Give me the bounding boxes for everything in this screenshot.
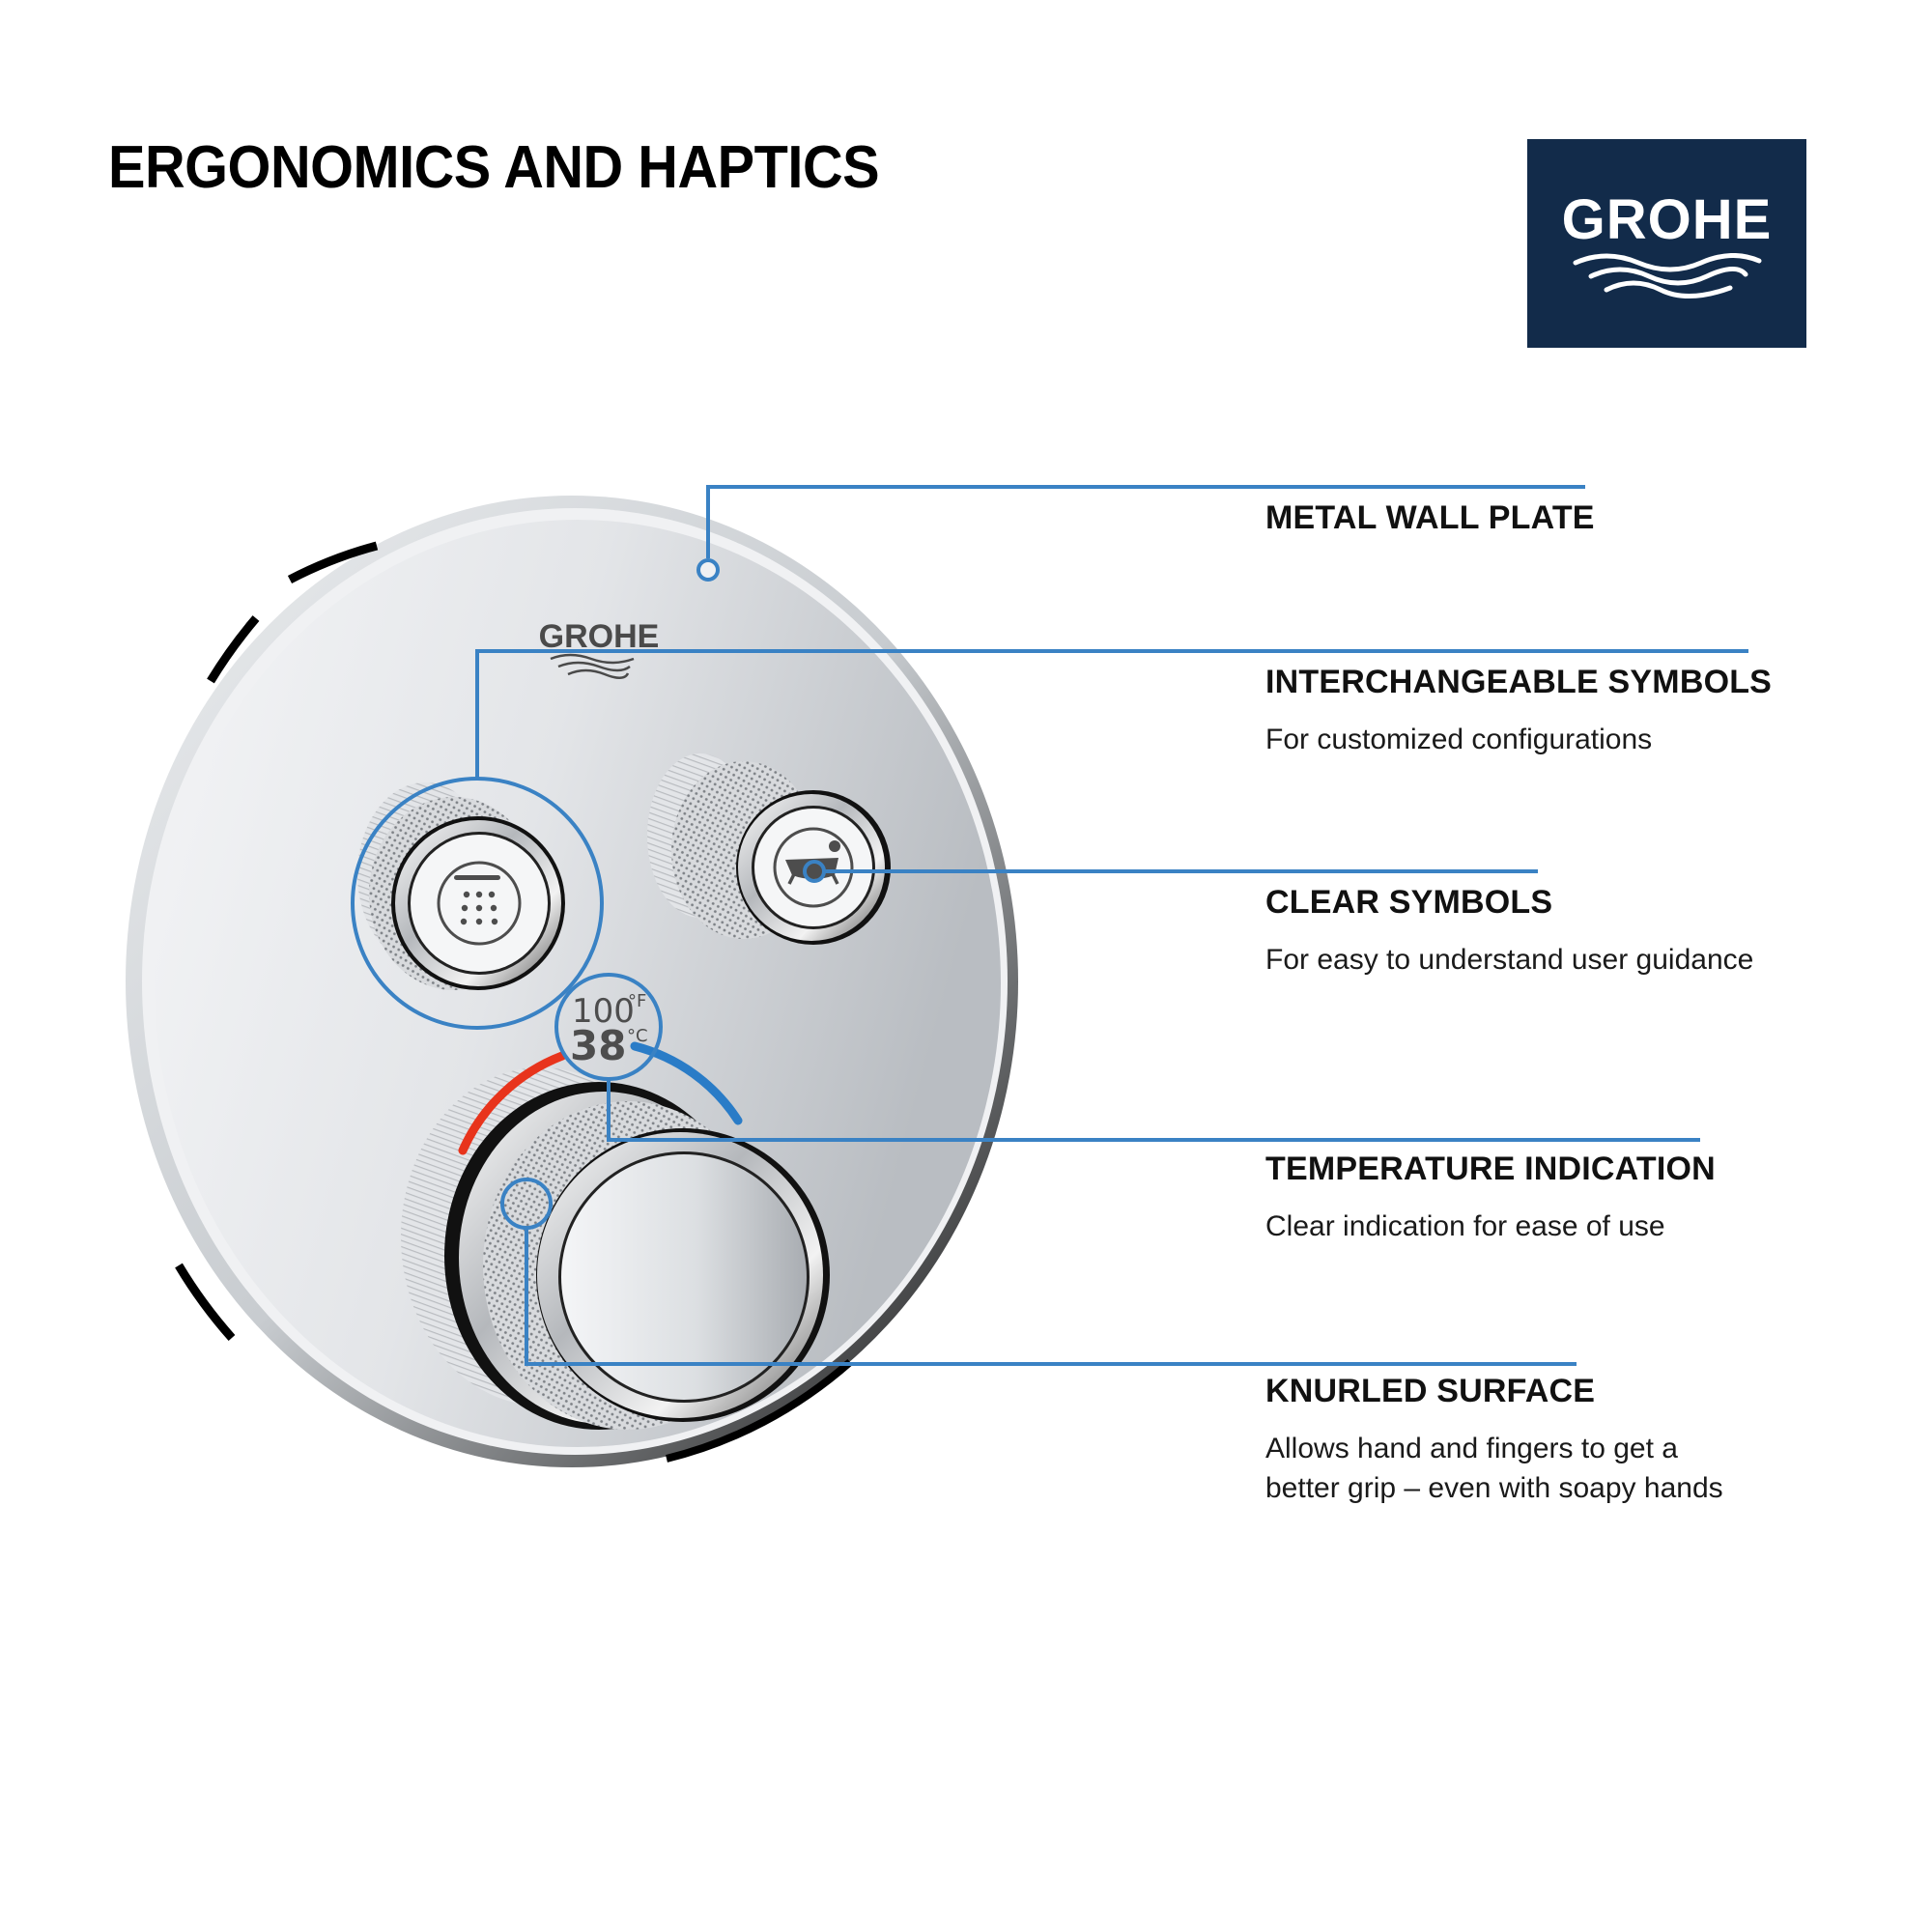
feature-clear-symbols: CLEAR SYMBOLS For easy to understand use… [1265,883,1753,980]
plate-brand-text: GROHE [539,618,660,655]
temp-fahrenheit-unit: °F [628,991,646,1011]
feature-knurled-surface: KNURLED SURFACE Allows hand and fingers … [1265,1372,1723,1508]
waves-icon [1573,253,1762,299]
feature-description: For customized configurations [1265,724,1653,755]
temp-celsius-unit: °C [627,1026,648,1046]
feature-description: Clear indication for ease of use [1265,1210,1665,1242]
page-title: ERGONOMICS AND HAPTICS [108,134,880,201]
feature-description: Allows hand and fingers to get a [1265,1433,1678,1464]
feature-metal-wall-plate: METAL WALL PLATE [1265,498,1595,537]
feature-description: better grip – even with soapy hands [1265,1472,1723,1504]
grohe-logo: GROHE [1527,139,1806,348]
feature-title: INTERCHANGEABLE SYMBOLS [1265,664,1773,700]
bathtub-button [647,753,891,945]
feature-title: TEMPERATURE INDICATION [1265,1151,1716,1187]
temp-celsius-value: 38 [570,1022,626,1069]
shower-head-icon [454,875,500,925]
temp-fahrenheit-value: 100 [572,992,635,1031]
feature-temperature-indication: TEMPERATURE INDICATION Clear indication … [1265,1150,1716,1246]
logo-wordmark: GROHE [1561,188,1773,251]
temperature-display: 100 °F 38 °C [570,991,648,1069]
thermostat-knob [401,1041,830,1430]
feature-title: METAL WALL PLATE [1265,499,1595,536]
feature-description: For easy to understand user guidance [1265,944,1754,976]
cold-indicator-arc [630,1041,743,1125]
hot-indicator-arc [458,1051,567,1155]
feature-interchangeable-symbols: INTERCHANGEABLE SYMBOLS For customized c… [1265,663,1772,759]
feature-title: CLEAR SYMBOLS [1265,884,1553,921]
callout-lines [351,485,1748,1366]
feature-title: KNURLED SURFACE [1265,1373,1596,1409]
shower-button [357,782,565,990]
